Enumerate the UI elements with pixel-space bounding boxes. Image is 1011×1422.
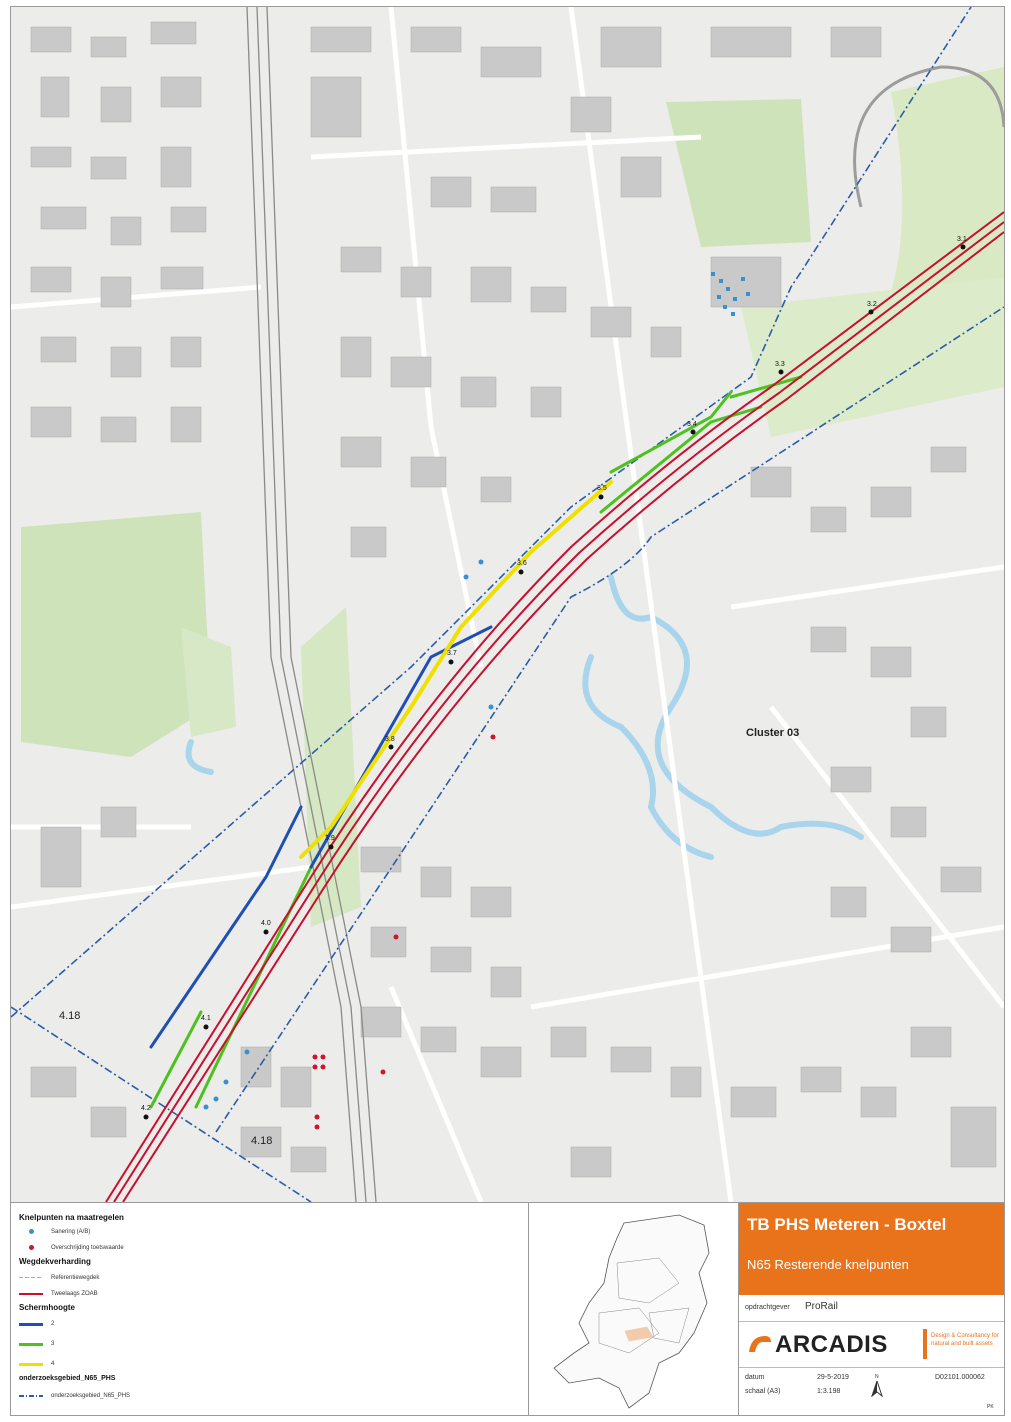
legend-item-area: onderzoeksgebied_N65_PHS [19, 1391, 130, 1401]
overschrijding-points[interactable] [312, 734, 496, 1130]
datum-label: datum [745, 1374, 765, 1381]
logo-wordmark: ARCADIS [775, 1331, 888, 1358]
title-block: TB PHS Meteren - Boxtel N65 Resterende k… [739, 1203, 1004, 1415]
title-banner: TB PHS Meteren - Boxtel N65 Resterende k… [739, 1203, 1004, 1295]
arcadis-mark-icon [749, 1336, 771, 1352]
legend-label: Overschrijding toetswaarde [51, 1245, 124, 1251]
area-line-icon [19, 1395, 43, 1397]
green-areas [21, 67, 1004, 927]
road-n65-zoab [105, 211, 1004, 1202]
legend-label: Referentiewegdek [51, 1275, 100, 1281]
legend-label: 3 [51, 1341, 55, 1347]
map-subtitle: N65 Resterende knelpunten [747, 1257, 909, 1272]
km-label: 3.1 [957, 236, 967, 243]
legend-section-knelpunten: Knelpunten na maatregelen [19, 1213, 124, 1222]
legend-section-schermhoogte: Schermhoogte [19, 1303, 76, 1312]
legend-label: 2 [51, 1321, 55, 1327]
legend-label: Tweelaags ZOAB [51, 1291, 98, 1297]
schaal-value: 1:3.198 [817, 1388, 841, 1395]
schaal-label: schaal (A3) [745, 1388, 781, 1395]
map-sheet: Cluster 03 4.18 4.18 3.1 3.2 3.3 3.4 3.5… [10, 6, 1005, 1416]
netherlands-inset-map [529, 1203, 739, 1415]
map-canvas[interactable] [11, 7, 1004, 1202]
arcadis-logo: ARCADIS Design & Consultancy for natural… [739, 1322, 1004, 1368]
meta-row: datum 29-5-2019 schaal (A3) 1:3.198 N D0… [739, 1368, 1004, 1415]
map-area[interactable]: Cluster 03 4.18 4.18 3.1 3.2 3.3 3.4 3.5… [11, 7, 1004, 1203]
legend-item-h3: 3 [19, 1339, 54, 1349]
legend-item-referentie: Referentiewegdek [19, 1273, 99, 1283]
referentie-line-icon [19, 1277, 43, 1278]
legend-item-zoab: Tweelaags ZOAB [19, 1289, 98, 1299]
study-area-boundary [11, 7, 1004, 1202]
legend-label: onderzoeksgebied_N65_PHS [51, 1393, 131, 1399]
overschrijding-dot-icon [29, 1245, 34, 1250]
client-label: opdrachtgever [745, 1304, 790, 1311]
area-label-left: 4.18 [59, 1010, 81, 1022]
netherlands-outline [553, 1214, 710, 1409]
legend-item-h4: 4 [19, 1359, 54, 1369]
km-label: 3.6 [517, 560, 527, 567]
km-label: 4.0 [261, 920, 271, 927]
client-row: opdrachtgever ProRail [739, 1295, 1004, 1322]
legend-item-sanering: Sanering (A/B) [19, 1227, 90, 1237]
datum-value: 29-5-2019 [817, 1374, 849, 1381]
street-network [11, 7, 1004, 1202]
sanering-points[interactable] [203, 272, 751, 1110]
km-label: 4.2 [141, 1105, 151, 1112]
km-label: 3.3 [775, 361, 785, 368]
noise-screens [149, 375, 803, 1109]
km-label: 3.8 [385, 736, 395, 743]
legend-label: 4 [51, 1361, 55, 1367]
legend: Knelpunten na maatregelen Sanering (A/B)… [11, 1203, 529, 1415]
track-loop [853, 65, 1004, 208]
legend-label: Sanering (A/B) [51, 1229, 91, 1235]
legend-section-wegdek: Wegdekverharding [19, 1257, 91, 1266]
legend-item-h2: 2 [19, 1319, 54, 1329]
page-code: PK [987, 1404, 994, 1410]
km-label: 4.1 [201, 1015, 211, 1022]
screen-4-line-icon [19, 1363, 43, 1366]
cluster-label: Cluster 03 [746, 727, 800, 739]
zoab-line-icon [19, 1293, 43, 1295]
legend-item-overschrijding: Overschrijding toetswaarde [19, 1243, 124, 1253]
client-name: ProRail [805, 1301, 838, 1312]
km-label: 3.9 [325, 835, 335, 842]
km-label: 3.7 [447, 650, 457, 657]
legend-section-onderzoeksgebied: onderzoeksgebied_N65_PHS [19, 1375, 116, 1382]
area-label-bottom: 4.18 [251, 1135, 273, 1147]
sanering-dot-icon [29, 1229, 34, 1234]
km-label: 3.5 [597, 485, 607, 492]
logo-tagline: Design & Consultancy for natural and bui… [931, 1333, 999, 1347]
north-label: N [875, 1374, 879, 1380]
buildings [30, 21, 997, 1178]
railway [246, 7, 377, 1202]
km-label: 3.2 [867, 301, 877, 308]
north-arrow-icon [871, 1381, 883, 1397]
screen-3-line-icon [19, 1343, 43, 1346]
km-label: 3.4 [687, 421, 697, 428]
km-marker-points [143, 244, 966, 1120]
project-title: TB PHS Meteren - Boxtel [747, 1215, 947, 1234]
document-number: D02101.000062 [935, 1374, 985, 1381]
screen-2-line-icon [19, 1323, 43, 1326]
